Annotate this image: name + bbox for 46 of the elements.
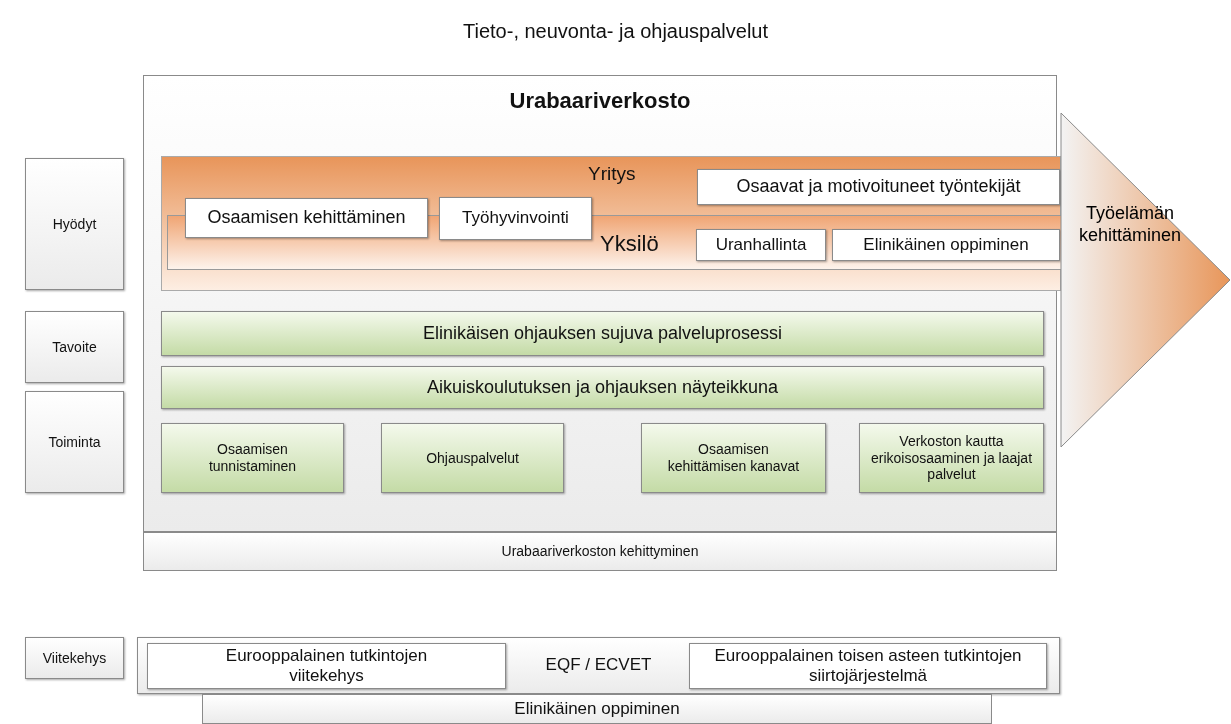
node-label: Uranhallinta: [715, 234, 807, 256]
label-box: [147, 643, 506, 689]
label-box: [381, 423, 564, 493]
node-label: EQF / ECVET: [545, 655, 652, 676]
label-box: [143, 532, 1057, 571]
chevron-arrow-shape: [1060, 112, 1231, 448]
node-label: Elinikäinen oppiminen: [514, 698, 680, 720]
node-label: Viitekehys: [42, 649, 107, 667]
label-box: [697, 169, 1060, 205]
label-box: [161, 366, 1044, 409]
node-label: Yksilö: [600, 231, 659, 258]
node-label: Eurooppalainen toisen asteen tutkintojen siirtojärjestelmä: [713, 645, 1023, 687]
node-label: Osaamisen tunnistaminen: [207, 441, 298, 475]
node-label: Urabaariverkosto: [509, 88, 691, 115]
node-label: Verkoston kautta erikoisosaaminen ja laajat palvelut: [869, 432, 1034, 484]
node-label: Urabaariverkoston kehittyminen: [501, 543, 699, 560]
label-box: [137, 637, 1060, 694]
label-box: [25, 391, 124, 493]
node-label: Toiminta: [48, 433, 101, 451]
label-box: [202, 694, 992, 724]
node-label: Yritys: [588, 163, 636, 186]
label-box: [696, 229, 826, 261]
node-label: Eurooppalainen tutkintojen viitekehys: [224, 645, 429, 687]
label-box: [832, 229, 1060, 261]
label-box: [25, 158, 124, 290]
label-box: [25, 311, 124, 383]
label-box: [161, 423, 344, 493]
node-label: Osaamisen kehittämisen kanavat: [666, 441, 801, 475]
diagram-title: Tieto-, neuvonta- ja ohjauspalvelut: [462, 20, 769, 43]
node-label: Työhyvinvointi: [462, 208, 569, 229]
node-label: Hyödyt: [52, 215, 97, 233]
label-box: [859, 423, 1044, 493]
node-label: Ohjauspalvelut: [426, 449, 519, 467]
label-box: [161, 311, 1044, 356]
label-box: [25, 637, 124, 679]
node-label: Osaavat ja motivoituneet työntekijät: [736, 176, 1021, 198]
node-label: Elinikäinen oppiminen: [863, 234, 1029, 256]
node-label: Osaamisen kehittäminen: [207, 207, 406, 229]
label-box: [185, 198, 428, 238]
node-label: Aikuiskoulutuksen ja ohjauksen näyteikkuna: [426, 376, 779, 399]
label-box: [689, 643, 1047, 689]
label-box: [439, 197, 592, 240]
node-label: Tavoite: [52, 338, 97, 356]
node-label: Elinikäisen ohjauksen sujuva palveluprosessi: [422, 322, 783, 345]
label-box: [641, 423, 826, 493]
node-label: Työelämän kehittäminen: [1078, 203, 1182, 245]
